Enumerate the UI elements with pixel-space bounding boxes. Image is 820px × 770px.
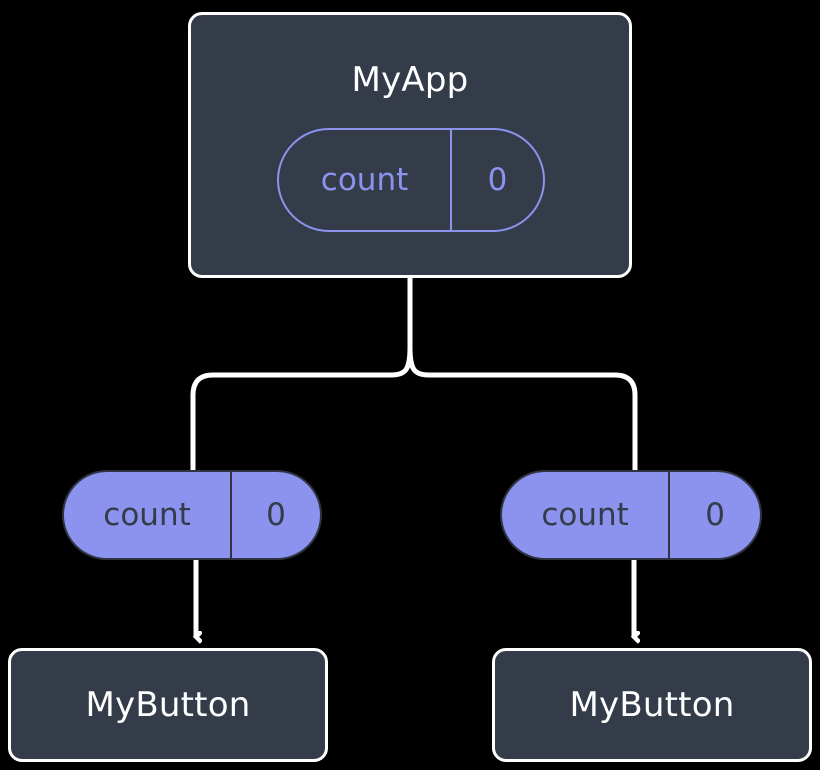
node-myapp-label: MyApp xyxy=(351,60,469,100)
state-pill-left-count[interactable]: count 0 xyxy=(62,470,322,560)
state-pill-key: count xyxy=(320,161,409,198)
node-mybutton-left[interactable]: MyButton xyxy=(8,648,328,762)
node-mybutton-left-label: MyButton xyxy=(85,685,251,725)
node-mybutton-right[interactable]: MyButton xyxy=(492,648,812,762)
state-pill-value: 0 xyxy=(230,472,320,558)
state-pill-myapp-count[interactable]: count 0 xyxy=(277,128,545,232)
state-pill-value: 0 xyxy=(668,472,760,558)
state-pill-value: 0 xyxy=(450,130,543,230)
fork-connector xyxy=(190,278,638,470)
state-pill-key: count xyxy=(541,496,629,533)
node-mybutton-right-label: MyButton xyxy=(569,685,735,725)
state-pill-key: count xyxy=(103,496,191,533)
state-pill-right-count[interactable]: count 0 xyxy=(500,470,762,560)
